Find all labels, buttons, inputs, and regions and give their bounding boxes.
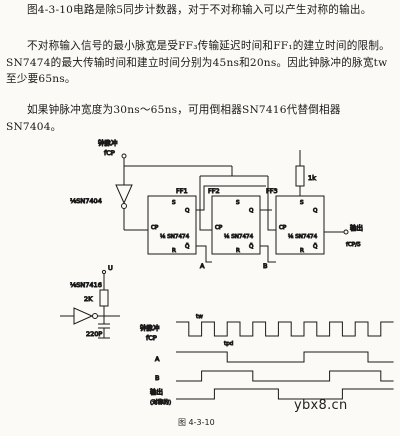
node-b-label: B: [263, 262, 267, 270]
ff1-chip: ½ SN7474: [160, 233, 190, 240]
ff3-pin-s: S: [300, 200, 304, 206]
resistor-alt-label: 2K: [84, 295, 93, 303]
wave-clock-trace: [176, 321, 394, 337]
node-b-wire: [260, 245, 276, 263]
ff1-pin-qbar: Q̄: [185, 243, 190, 250]
ff2-pin-r: R: [236, 248, 240, 254]
waveform-a: [176, 351, 394, 363]
flipflop-2: [211, 195, 261, 255]
timing-output-label: 输出: [150, 387, 163, 396]
ff1-pin-q: Q: [185, 208, 190, 214]
ff2-pin-qbar: Q̄: [249, 243, 254, 250]
node-a-wire: [196, 245, 212, 263]
resistor-alt: [99, 289, 109, 307]
ff3-pin-qbar: Q̄: [313, 243, 318, 250]
waveform-clock: [176, 321, 394, 337]
ff1-pin-cp: CP: [151, 225, 159, 231]
ff3-pin-r: R: [300, 248, 304, 254]
inverter-top-label: ⅙SN7404: [70, 197, 102, 205]
inverter-alt: [73, 307, 94, 325]
paragraph-intro: 图4-3-10电路是除5同步计数器，对于不对称输入可以产生对称的输出。: [27, 4, 372, 16]
timing-fcp-label: fCP: [146, 334, 157, 342]
ff3-pin-cp: CP: [279, 225, 287, 231]
ff1-q-wire: [196, 185, 266, 211]
waveform-output: [176, 388, 394, 400]
ff3-chip: ½ SN7474: [288, 233, 318, 240]
inverter-top-bubble: [121, 203, 127, 209]
ff3-pin-q: Q: [313, 208, 318, 214]
ff2-label: FF2: [208, 187, 220, 195]
output-terminal: [343, 229, 349, 235]
output-sub: fCP/5: [346, 242, 361, 248]
wave-b-trace: [176, 370, 394, 382]
ff2-chip: ½ SN7474: [224, 233, 254, 240]
timing-tpd-label: tpd: [224, 341, 234, 347]
ff2-pin-q: Q: [249, 208, 254, 214]
resistor-top: [295, 165, 305, 187]
watermark: ybx8.cn: [294, 398, 348, 413]
node-a-label: A: [200, 262, 205, 270]
flipflop-1: [147, 195, 197, 255]
wave-a-trace: [176, 351, 394, 363]
supply-terminal: [101, 269, 107, 275]
figure-caption: 图 4-3-10: [178, 418, 215, 427]
cp2-wire: [199, 176, 212, 231]
ff2-pin-s: S: [236, 200, 240, 206]
paragraph-timing: 不对称输入信号的最小脉宽是受FF₃传输延迟时间和FF₁的建立时间的限制。SN74…: [6, 40, 390, 85]
ff1-pin-r: R: [172, 248, 176, 254]
output-label: 输出: [350, 223, 363, 232]
paragraph-inverter: 如果钟脉冲宽度为30ns～65ns，可用倒相器SN7416代替倒相器SN7404…: [6, 104, 341, 133]
clock-label: 钟脉冲: [98, 138, 118, 147]
ff1-label: FF1: [176, 187, 188, 195]
resistor-top-label: 1k: [308, 174, 316, 182]
ff1-pin-s: S: [172, 200, 176, 206]
clock-input-terminal: [121, 153, 127, 159]
timing-tw-label: tw: [196, 314, 203, 320]
wave-out-trace: [176, 388, 394, 400]
waveform-b: [176, 370, 394, 382]
inverter-top: [115, 184, 133, 205]
fcp-label: fCP: [104, 149, 115, 157]
ff3-label: FF3: [266, 187, 278, 195]
timing-clock-label: 钟脉冲: [140, 323, 160, 332]
cap-alt-label: 220P: [86, 330, 102, 338]
inverter-alt-label: ⅙SN7416: [70, 281, 102, 289]
timing-b-label: B: [155, 374, 159, 382]
timing-a-label: A: [155, 355, 160, 363]
ff2-pin-cp: CP: [215, 225, 223, 231]
inverter-alt-bubble: [92, 313, 98, 319]
timing-output-note: (对称的): [150, 398, 171, 406]
supply-label: U: [108, 264, 113, 272]
cp3-wire: [267, 176, 276, 231]
